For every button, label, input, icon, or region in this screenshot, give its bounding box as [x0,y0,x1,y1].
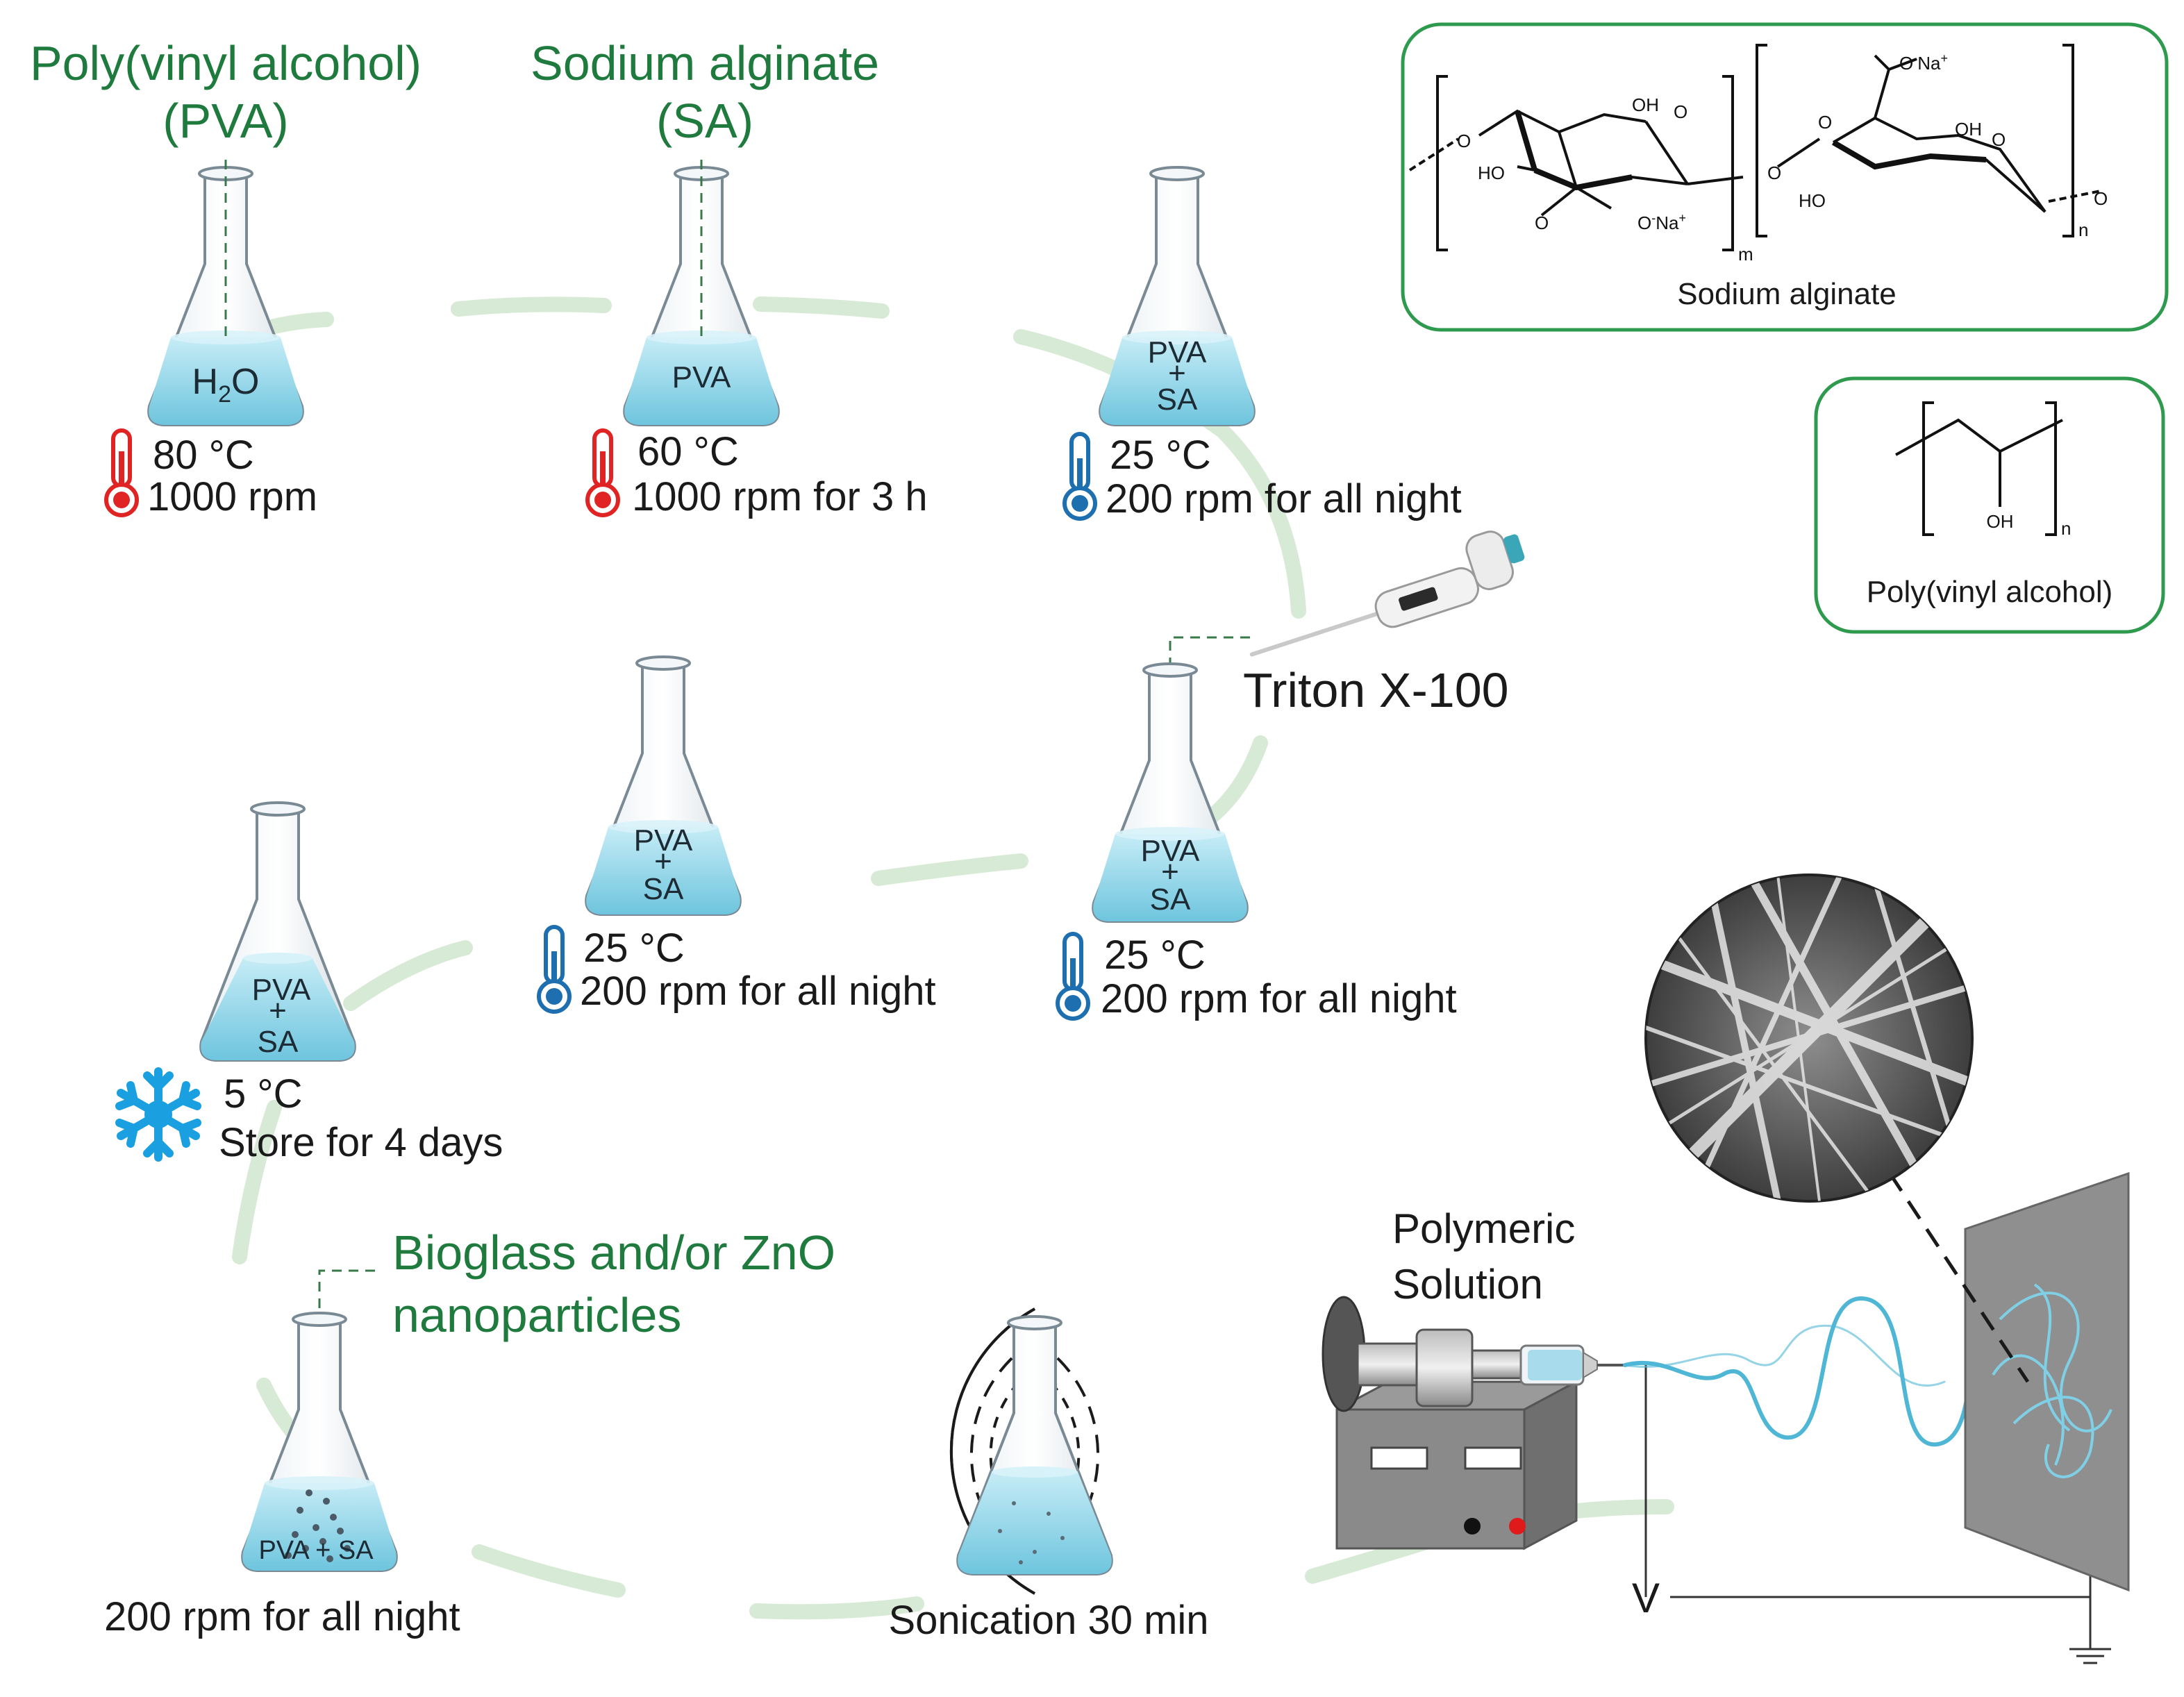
flask-pva-sa-4 [199,801,356,1062]
collector-plate [1964,1171,2130,1592]
flask-pva-sa-3-temp: 25 °C [583,926,685,971]
flask-pva-temp: 60 °C [637,429,739,474]
svg-text:O-Na+: O-Na+ [1899,51,1948,74]
thermometer-hot-icon [104,428,139,517]
svg-text:O: O [1535,212,1549,233]
svg-text:O: O [1818,112,1832,133]
flask-pva-sa-nanoparticles-condition: 200 rpm for all night [104,1594,460,1639]
flask-pva-sa-4-temp: 5 °C [224,1071,302,1117]
flask-pva-sa-2-top: PVA [1141,834,1200,868]
pva-structure-oh: OH [1987,511,2014,532]
sem-fiber-image [1644,873,1974,1203]
flask-pva-sa-nanoparticles-label: PVA + SA [258,1536,374,1565]
flask-h2o-label: H2O [192,362,260,408]
polymeric-solution-line1: Polymeric [1392,1205,1575,1252]
flask-h2o-temp: 80 °C [153,433,254,478]
collector-fibers [1992,1283,2112,1478]
polymeric-solution-line2: Solution [1392,1261,1543,1307]
flask-h2o [147,160,304,426]
svg-text:O-Na+: O-Na+ [1637,211,1686,233]
flask-pva-sa-1-plus: + [1168,356,1186,390]
bioglass-pointer [318,1269,375,1486]
flask-pva [623,160,780,426]
flask-pva-sa-4-top: PVA [252,973,311,1007]
flask-pva-sa-3-condition: 200 rpm for all night [580,969,936,1014]
process-flow-path [232,296,1674,1620]
svg-text:m: m [1738,244,1753,265]
flask-pva-sa-1-top: PVA [1148,335,1207,369]
svg-text:O: O [1992,129,2006,150]
pva-header-abbr: (PVA) [162,94,289,148]
pipette-icon [1249,530,1525,657]
flask-pva-sa-2-temp: 25 °C [1104,933,1206,978]
sa-header-name: Sodium alginate [531,36,879,90]
flask-pva-sa-4-plus: + [269,994,287,1028]
svg-text:O: O [2094,188,2108,209]
flask-pva-sa-2-condition: 200 rpm for all night [1101,976,1457,1021]
sodium-alginate-atoms: O OH O HO O O-Na+ O O-Na+ O OH O HO O m … [1457,51,2108,265]
triton-label: Triton X-100 [1243,663,1509,717]
flask-sonication [956,1315,1113,1575]
sem-pointer [1869,1144,2030,1383]
flask-pva-sa-1-temp: 25 °C [1110,433,1211,478]
voltage-wiring [1644,1365,2092,1649]
thermometer-cold-icon [537,925,572,1014]
svg-text:HO: HO [1799,190,1826,211]
svg-text:OH: OH [1632,94,1659,115]
syringe-pump-icon [1322,1296,1625,1550]
flask-h2o-condition: 1000 rpm [147,474,317,519]
flask-pva-sa-nanoparticles [241,1312,398,1572]
svg-text:HO: HO [1478,162,1505,183]
svg-text:OH: OH [1955,119,1982,140]
flask-pva-sa-3-bot: SA [643,872,684,906]
flask-pva-sa-1-bot: SA [1157,383,1198,417]
thermometer-cold-icon [1056,932,1090,1021]
svg-text:O: O [1674,101,1687,122]
flask-pva-label: PVA [672,360,731,394]
pva-header-name: Poly(vinyl alcohol) [30,36,422,90]
sodium-alginate-caption: Sodium alginate [1677,277,1897,311]
voltage-label: V [1632,1575,1660,1621]
snowflake-icon [115,1067,201,1162]
fiber-jet [1623,1296,1995,1447]
pva-structure-caption: Poly(vinyl alcohol) [1867,575,2113,609]
sodium-alginate-structure [1401,22,2169,332]
svg-text:O: O [1767,162,1781,183]
bioglass-header-line2: nanoparticles [392,1288,681,1342]
ground-icon [2069,1648,2111,1664]
thermometer-cold-icon [1062,432,1097,521]
thermometer-hot-icon [585,428,620,517]
pva-structure [1814,376,2165,634]
flask-pva-sa-1-condition: 200 rpm for all night [1106,476,1462,521]
flask-pva-sa-3-plus: + [654,844,672,878]
flask-pva-sa-2-plus: + [1161,855,1179,889]
flask-pva-sa-4-condition: Store for 4 days [219,1120,503,1165]
flask-pva-condition: 1000 rpm for 3 h [632,474,928,519]
sa-header-abbr: (SA) [656,94,753,148]
flask-pva-sa-3-top: PVA [634,824,693,858]
flask-pva-sa-4-bot: SA [258,1025,299,1059]
svg-text:O: O [1457,131,1471,151]
flask-sonication-condition: Sonication 30 min [888,1598,1208,1643]
svg-text:n: n [2078,219,2088,240]
flask-pva-sa-2-bot: SA [1150,883,1191,917]
pva-structure-n: n [2061,518,2071,539]
bioglass-header-line1: Bioglass and/or ZnO [392,1226,835,1280]
